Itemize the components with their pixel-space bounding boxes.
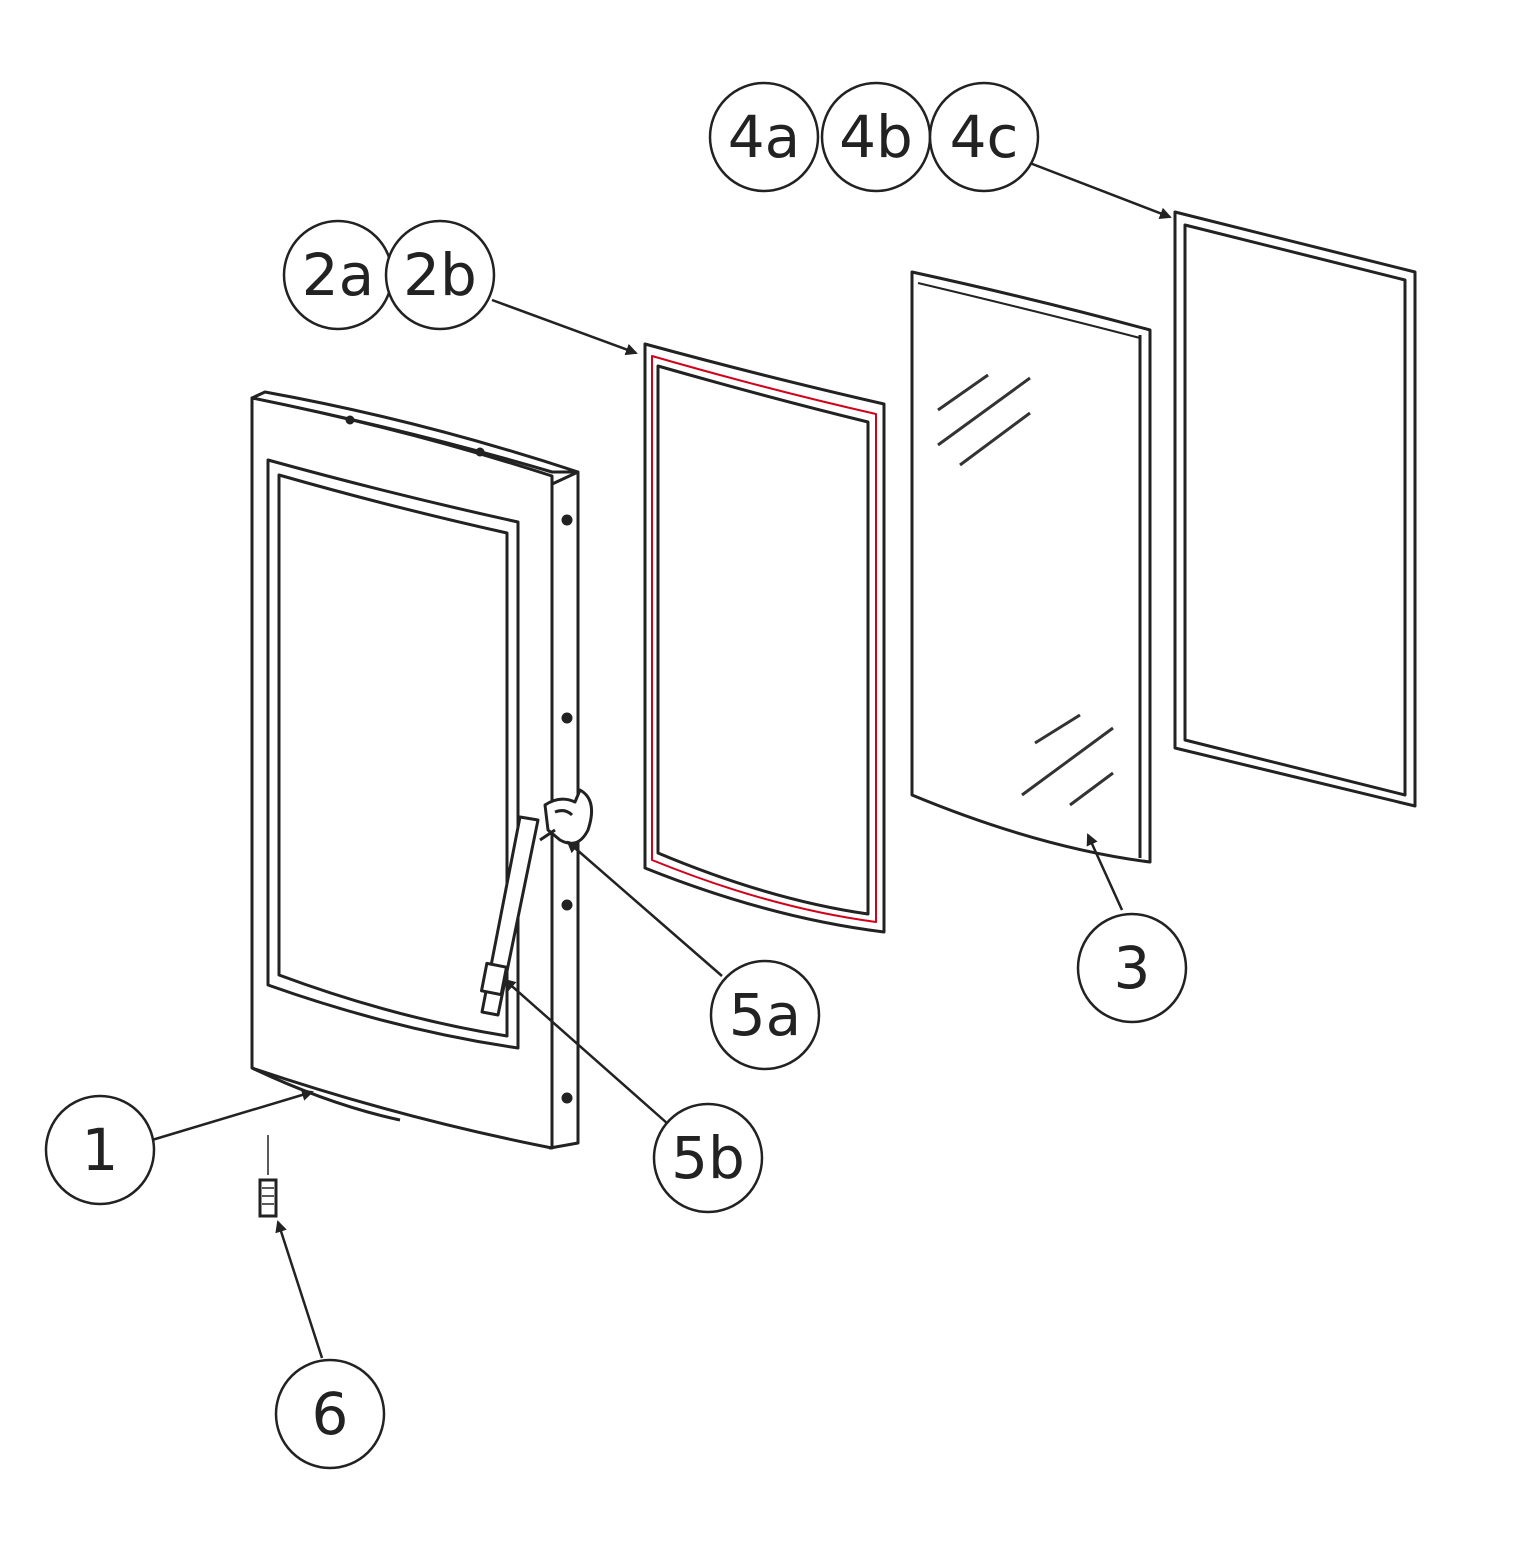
callout-2a-label: 2a bbox=[302, 241, 374, 309]
callout-4b-label: 4b bbox=[839, 103, 913, 171]
arrow-5b bbox=[503, 978, 669, 1125]
callout-4c: 4c bbox=[928, 81, 1040, 193]
screw bbox=[258, 1135, 278, 1218]
callout-4c-label: 4c bbox=[950, 103, 1019, 171]
arrow-1 bbox=[151, 1089, 314, 1142]
callout-2b: 2b bbox=[384, 219, 496, 331]
callout-5a: 5a bbox=[709, 959, 821, 1071]
callout-5b: 5b bbox=[652, 1102, 764, 1214]
callout-5a-label: 5a bbox=[729, 981, 801, 1049]
arrow-5a bbox=[566, 840, 723, 977]
arrow-4 bbox=[1021, 158, 1172, 220]
callout-4b: 4b bbox=[820, 81, 932, 193]
arrow-6 bbox=[275, 1220, 324, 1359]
callout-5b-label: 5b bbox=[671, 1124, 745, 1192]
callout-2b-label: 2b bbox=[403, 241, 477, 309]
callout-2a: 2a bbox=[282, 219, 394, 331]
callout-arrows bbox=[151, 158, 1172, 1359]
handle-grip bbox=[480, 961, 508, 997]
door-frame bbox=[250, 390, 580, 1150]
callout-6: 6 bbox=[274, 1358, 386, 1470]
callouts: 4a 4b 4c 2a 2b 3 5a 5b bbox=[44, 81, 1188, 1470]
callout-6-label: 6 bbox=[312, 1380, 349, 1448]
callout-4a: 4a bbox=[708, 81, 820, 193]
arrow-3 bbox=[1086, 833, 1124, 911]
callout-3: 3 bbox=[1076, 912, 1188, 1024]
glass-panel bbox=[910, 270, 1152, 864]
glass-seal bbox=[1173, 210, 1417, 808]
callout-4a-label: 4a bbox=[728, 103, 800, 171]
callout-3-label: 3 bbox=[1114, 934, 1151, 1002]
handle-assembly bbox=[480, 788, 594, 1017]
arrow-2 bbox=[491, 298, 638, 356]
door-gasket bbox=[643, 342, 886, 934]
callout-1-label: 1 bbox=[82, 1116, 119, 1184]
callout-1: 1 bbox=[44, 1094, 156, 1206]
